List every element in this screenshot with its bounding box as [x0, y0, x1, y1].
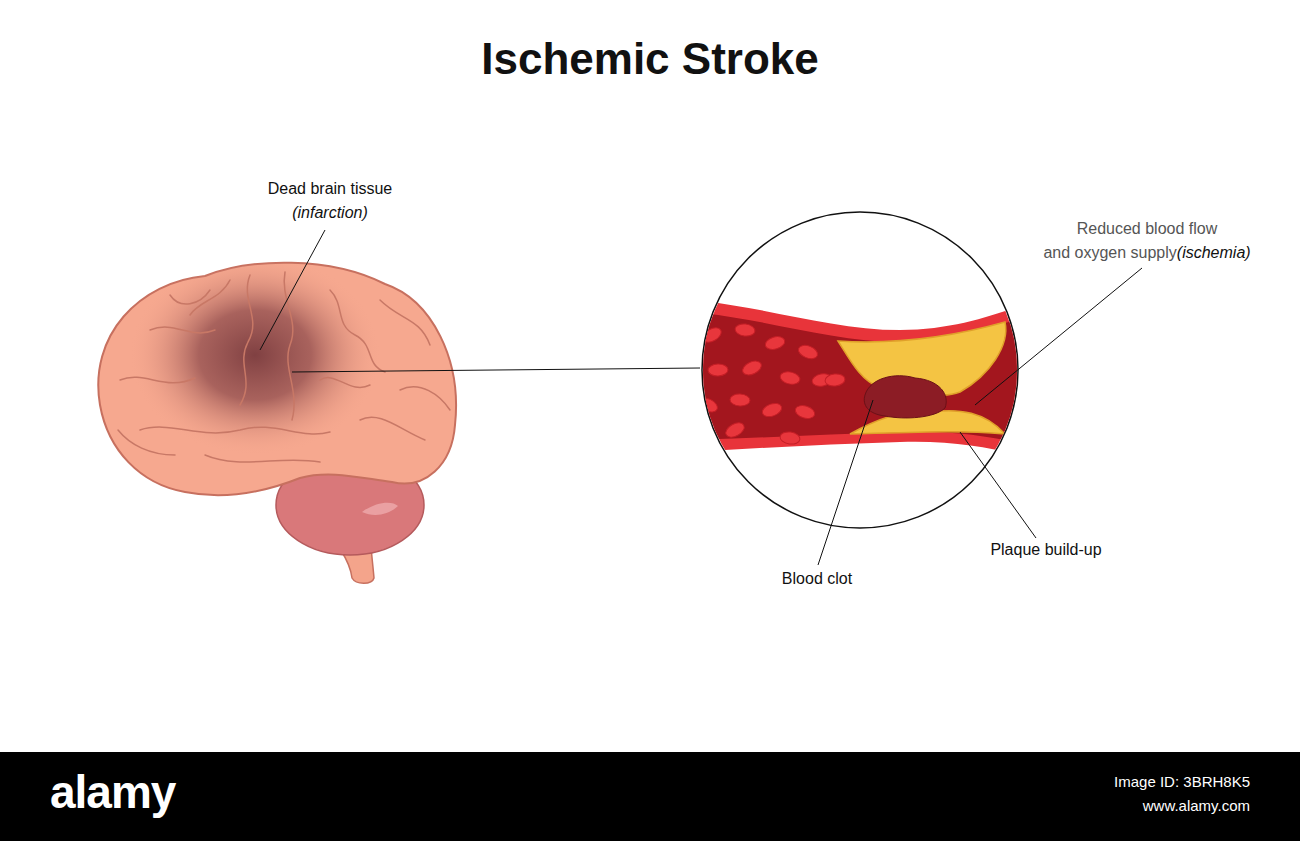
watermark-url: www.alamy.com — [1143, 796, 1250, 816]
red-blood-cell — [730, 393, 751, 406]
title: Ischemic Stroke — [481, 34, 819, 84]
inset-circle — [702, 212, 1018, 528]
watermark-logo: alamy — [50, 762, 175, 822]
label: Dead brain tissue — [268, 177, 393, 201]
red-blood-cell — [761, 401, 784, 419]
label: Reduced blood flow — [1077, 217, 1218, 241]
label-term: (ischemia) — [1177, 241, 1251, 265]
infarct-area — [130, 255, 380, 455]
red-blood-cell — [797, 343, 820, 361]
gyri — [118, 272, 450, 462]
red-blood-cell — [734, 323, 755, 337]
red-blood-cell — [694, 432, 716, 449]
red-blood-cell — [700, 325, 723, 345]
artery-lumen — [690, 312, 1040, 448]
watermark-bar — [0, 752, 1300, 841]
watermark-id: Image ID: 3BRH8K5 — [1114, 772, 1250, 792]
red-blood-cell — [824, 373, 845, 387]
artery-wall — [690, 300, 1040, 460]
cerebellum-highlight — [362, 503, 398, 515]
label: Blood clot — [782, 567, 852, 591]
red-blood-cell — [764, 334, 787, 351]
red-blood-cell — [779, 431, 800, 446]
label: and oxygen supply — [1043, 241, 1176, 265]
label-term: (infarction) — [292, 201, 368, 225]
leader-lines — [260, 230, 1142, 565]
red-blood-cell — [696, 395, 719, 415]
red-blood-cell — [779, 370, 801, 386]
blood-clot — [864, 376, 946, 418]
red-blood-cells — [694, 323, 846, 449]
red-blood-cell — [740, 358, 763, 377]
red-blood-cell — [708, 364, 728, 377]
red-blood-cell — [794, 403, 817, 420]
red-blood-cell — [723, 420, 746, 440]
label: Plaque build-up — [990, 538, 1101, 562]
